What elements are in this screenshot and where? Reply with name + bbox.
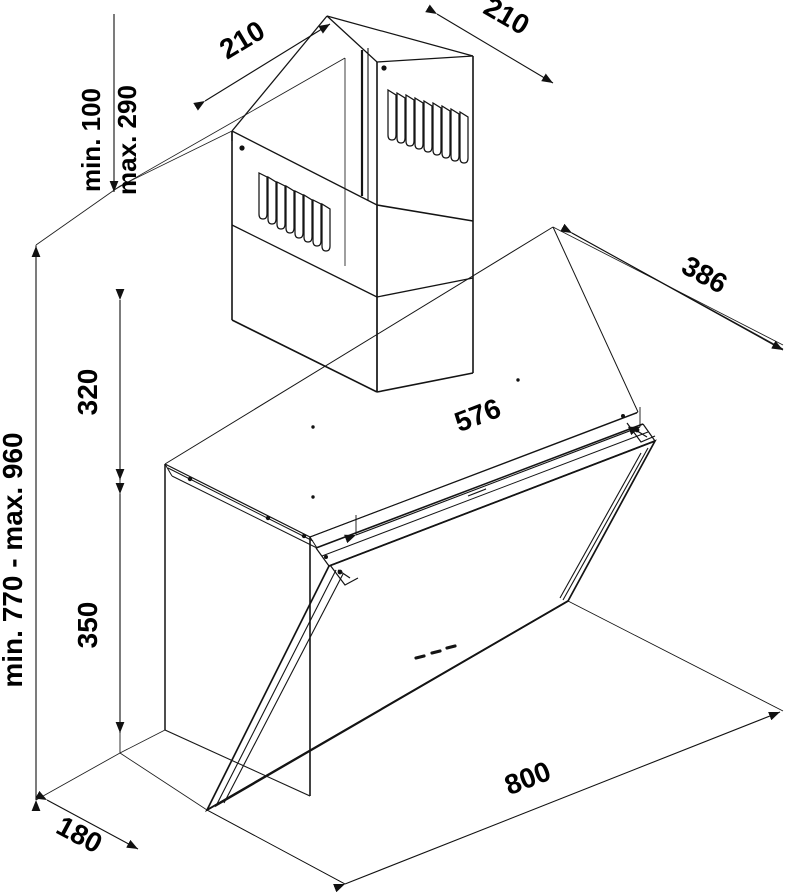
label-duct-max: max. 290 [112,85,142,195]
screw-dot-rail-right [301,533,307,539]
dimension-line-glass-width [333,711,781,893]
dimension-line-body-depth [35,790,139,850]
screw-dot-rail-left [187,476,193,482]
surface-dot-a [311,495,315,499]
control-touch-buttons[interactable] [414,644,457,660]
surface-dot-c [311,425,315,429]
dimension-line-chimney-width [425,4,554,84]
label-overall-height: min. 770 - max. 960 [0,432,28,687]
dimension-line-body-width [344,426,641,544]
dimension-lines [31,4,784,893]
surface-dot-b [516,378,520,382]
hinge-pin-left [337,569,343,575]
lower-chimney-section [231,131,474,393]
lower-chimney-vent-slots [258,171,331,252]
screw-dot-upper [381,65,387,71]
screw-dot-lower [239,145,245,151]
label-duct-min: min. 100 [76,88,106,192]
dimension-line-chimney-depth [193,23,331,111]
label-chimney-height: 320 [72,369,103,416]
label-body-height: 350 [72,602,103,649]
dimension-line-hood-depth [560,223,784,351]
upper-chimney-vent-slots [387,88,469,164]
screw-dot-rail-mid [265,515,271,521]
